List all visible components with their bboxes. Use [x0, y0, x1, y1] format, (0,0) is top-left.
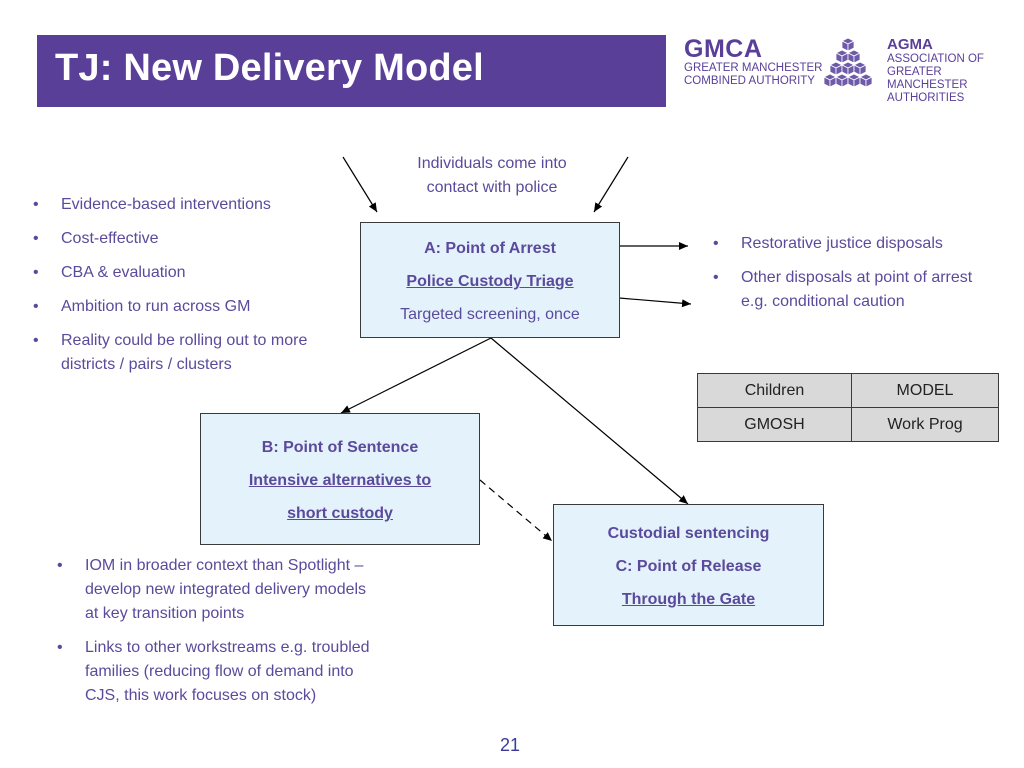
slide-title: TJ: New Delivery Model: [55, 47, 484, 89]
box-b-subtitle-line-2: short custody: [287, 505, 393, 522]
list-item: Evidence-based interventions: [33, 193, 323, 217]
table-cell: GMOSH: [697, 407, 852, 442]
gmca-logo-line2: COMBINED AUTHORITY: [684, 75, 815, 87]
agma-logo: AGMA ASSOCIATION OF GREATER MANCHESTER A…: [887, 37, 1024, 105]
list-item: CBA & evaluation: [33, 261, 323, 285]
box-b-title: B: Point of Sentence: [261, 439, 419, 456]
table-cell: MODEL: [851, 373, 999, 408]
box-c-line-1: Custodial sentencing: [607, 525, 770, 542]
table-row: GMOSH Work Prog: [697, 407, 999, 442]
box-a-subtitle: Police Custody Triage: [406, 273, 574, 290]
box-c-line-2: C: Point of Release: [615, 558, 762, 575]
bottom-bullet-list: IOM in broader context than Spotlight – …: [57, 554, 377, 708]
gmca-logo: GMCA GREATER MANCHESTER COMBINED AUTHORI…: [684, 36, 822, 88]
box-c-line-3: Through the Gate: [621, 591, 756, 608]
box-point-of-release: Custodial sentencing C: Point of Release…: [553, 504, 824, 626]
intro-line-2: contact with police: [426, 179, 558, 196]
arrow-a-to-b: [340, 337, 492, 414]
title-bar: TJ: New Delivery Model: [37, 35, 666, 107]
gmca-logo-line1: GREATER MANCHESTER: [684, 62, 823, 74]
page-number: 21: [500, 735, 521, 755]
arrow-b-to-c-dashed: [479, 479, 553, 542]
arrow-in-left: [342, 156, 378, 213]
agma-logo-line3: AUTHORITIES: [887, 92, 965, 104]
right-bullet-list: Restorative justice disposals Other disp…: [713, 232, 1003, 314]
box-a-title: A: Point of Arrest: [424, 240, 556, 257]
table-cell: Children: [697, 373, 852, 408]
agma-logo-title: AGMA: [887, 36, 933, 53]
intro-line-1: Individuals come into: [417, 155, 567, 172]
intro-text: Individuals come into contact with polic…: [392, 152, 592, 200]
list-item: Other disposals at point of arrest e.g. …: [713, 266, 1003, 314]
box-point-of-sentence: B: Point of Sentence Intensive alternati…: [200, 413, 480, 545]
box-b-subtitle-line-1: Intensive alternatives to: [248, 472, 432, 489]
agma-logo-line2: GREATER MANCHESTER: [887, 66, 968, 91]
gmca-logo-title: GMCA: [684, 35, 763, 63]
arrow-to-other-disposals: [618, 297, 692, 308]
legend-table: Children MODEL GMOSH Work Prog: [697, 373, 999, 442]
table-cell: Work Prog: [851, 407, 999, 442]
list-item: Restorative justice disposals: [713, 232, 1003, 256]
list-item: Ambition to run across GM: [33, 295, 323, 319]
agma-cubes-icon: [823, 37, 873, 88]
left-bullet-list: Evidence-based interventions Cost-effect…: [33, 193, 323, 377]
list-item: Links to other workstreams e.g. troubled…: [57, 636, 377, 708]
table-row: Children MODEL: [697, 373, 999, 408]
box-point-of-arrest: A: Point of Arrest Police Custody Triage…: [360, 222, 620, 338]
list-item: IOM in broader context than Spotlight – …: [57, 554, 377, 626]
arrow-a-to-c: [490, 337, 689, 505]
box-a-detail: Targeted screening, once: [400, 306, 580, 323]
agma-logo-line1: ASSOCIATION OF: [887, 53, 984, 65]
arrow-in-right: [593, 156, 629, 213]
list-item: Reality could be rolling out to more dis…: [33, 329, 323, 377]
list-item: Cost-effective: [33, 227, 323, 251]
